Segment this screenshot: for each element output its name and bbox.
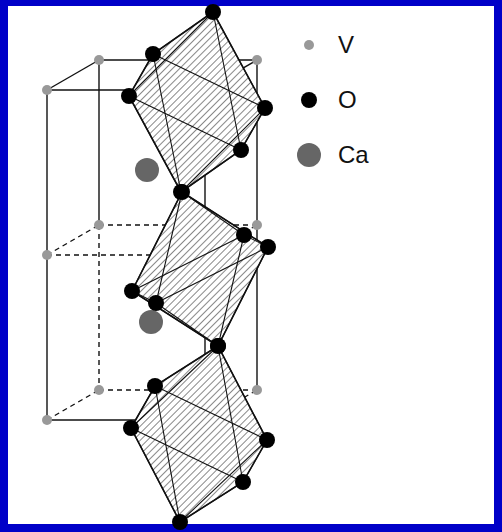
v-atom xyxy=(42,250,52,260)
octahedron-edge xyxy=(182,192,244,235)
octahedron-edge xyxy=(181,108,265,192)
legend-entry: O xyxy=(296,85,357,115)
o-atom xyxy=(172,514,188,530)
o-atom xyxy=(205,4,221,20)
octahedron-edge xyxy=(153,54,181,192)
o-atom xyxy=(210,338,226,354)
octahedron-edge xyxy=(129,96,181,192)
legend-swatch xyxy=(297,143,321,167)
octahedron-edge xyxy=(131,428,180,522)
o-atom xyxy=(235,474,251,490)
o-atom xyxy=(121,88,137,104)
ca-atom xyxy=(139,310,163,334)
octahedron-edge xyxy=(131,428,243,482)
ca-atom xyxy=(135,158,159,182)
octahedron-face xyxy=(132,192,268,346)
octahedron xyxy=(121,4,273,200)
v-atom xyxy=(252,220,262,230)
octahedron-edge xyxy=(156,303,218,346)
octahedron-edge xyxy=(153,54,265,108)
v-atom xyxy=(42,415,52,425)
cell-edge xyxy=(47,390,99,420)
octahedron-edge xyxy=(132,235,244,291)
legend-label: O xyxy=(338,86,357,114)
octahedron-edge xyxy=(156,247,268,303)
o-atom xyxy=(173,184,189,200)
octahedron xyxy=(123,338,275,530)
vo6-octahedra xyxy=(121,4,276,530)
octahedron-edge xyxy=(180,482,243,522)
octahedron-edge xyxy=(156,192,182,303)
cell-edge xyxy=(46,90,47,255)
o-atom xyxy=(145,46,161,62)
v-atom xyxy=(94,220,104,230)
o-atom xyxy=(210,338,226,354)
cell-edge xyxy=(98,225,99,390)
o-atom xyxy=(257,100,273,116)
octahedron-edge xyxy=(218,346,267,440)
octahedron-edge xyxy=(132,291,218,346)
o-atom xyxy=(147,378,163,394)
legend-entry: V xyxy=(296,30,354,60)
octahedron-edge xyxy=(129,12,213,96)
cell-edge xyxy=(47,225,99,255)
legend-swatch xyxy=(301,92,317,108)
octahedron-edge xyxy=(155,386,180,522)
octahedron-edge xyxy=(155,386,267,440)
octahedron-edge xyxy=(218,247,268,346)
octahedron-edge xyxy=(182,192,268,247)
o-atom xyxy=(148,295,164,311)
o-atom xyxy=(260,239,276,255)
octahedron-face xyxy=(131,346,267,522)
octahedron-face xyxy=(129,12,265,192)
octahedron-edge xyxy=(180,440,267,522)
o-atom xyxy=(233,142,249,158)
swatch-holder xyxy=(296,87,322,113)
o-atom xyxy=(174,184,190,200)
octahedron-edge xyxy=(129,96,241,150)
octahedron-edge xyxy=(218,235,244,346)
v-atom xyxy=(94,55,104,65)
legend-label: V xyxy=(338,31,354,59)
v-atom xyxy=(252,385,262,395)
swatch-holder xyxy=(296,32,322,58)
cell-edge xyxy=(46,255,47,420)
octahedron xyxy=(124,184,276,354)
octahedron-edge xyxy=(131,346,218,428)
v-atom xyxy=(252,55,262,65)
v-atom xyxy=(94,385,104,395)
swatch-holder xyxy=(296,142,322,168)
octahedron-edge xyxy=(155,346,218,386)
octahedron-edge xyxy=(213,12,265,108)
octahedron-edge xyxy=(218,346,243,482)
octahedron-edge xyxy=(213,12,241,150)
o-atom xyxy=(259,432,275,448)
cell-edge xyxy=(47,60,99,90)
o-atom xyxy=(123,420,139,436)
cell-edge xyxy=(98,60,99,225)
legend-entry: Ca xyxy=(296,140,369,170)
octahedron-edge xyxy=(153,12,213,54)
o-atom xyxy=(124,283,140,299)
octahedron-edge xyxy=(181,150,241,192)
o-atom xyxy=(236,227,252,243)
v-atom xyxy=(42,85,52,95)
octahedron-edge xyxy=(132,192,182,291)
legend-swatch xyxy=(304,40,314,50)
legend-label: Ca xyxy=(338,141,369,169)
cell-edge xyxy=(256,60,257,225)
